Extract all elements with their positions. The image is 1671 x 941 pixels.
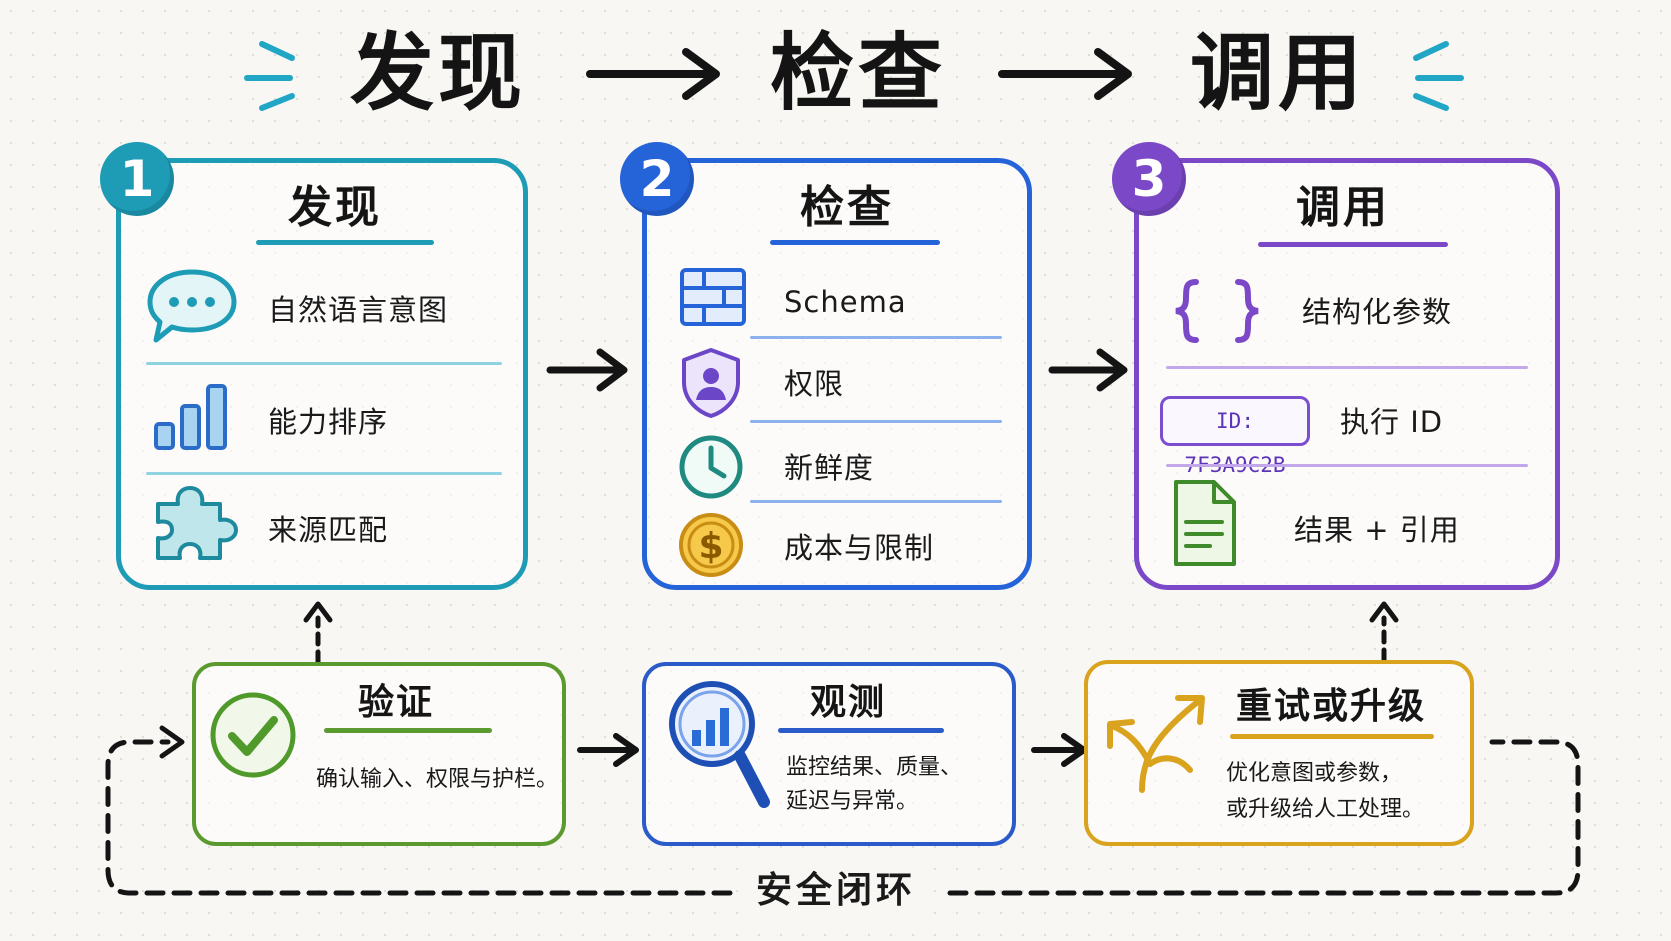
curly-braces-icon [1175,279,1259,343]
invoke-separator-1 [1166,366,1528,369]
chat-bubble-icon [147,269,237,343]
loop-arrowhead [159,725,185,759]
invoke-item-params: 结构化参数 [1302,295,1453,329]
sparkle-left-icon [244,41,295,111]
retry-card [1084,660,1474,846]
header-step-inspect: 检查 [770,24,947,122]
inspect-title-underline [770,240,940,245]
bar-chart-icon [154,384,227,450]
inspect-item-freshness: 新鲜度 [784,451,875,485]
invoke-title: 调用 [1296,182,1390,233]
discover-item-ranking: 能力排序 [268,405,389,439]
arrow-retry-up [1369,601,1399,663]
header-step-discover: 发现 [350,24,527,122]
inspect-item-permissions: 权限 [784,367,845,401]
sparkle-right-icon [1413,41,1464,111]
observe-description-line2: 延迟与异常。 [786,789,919,814]
step-badge-3: 3 [1112,142,1186,216]
invoke-item-execution-id: 执行 ID [1340,405,1444,439]
step-badge-1: 1 [100,142,174,216]
inspect-item-cost: 成本与限制 [784,531,935,565]
discover-item-intent: 自然语言意图 [268,293,449,327]
puzzle-piece-icon [156,486,238,560]
retry-description-line1: 优化意图或参数， [1226,761,1403,786]
inspect-separator-1 [750,336,1002,339]
invoke-separator-2 [1166,464,1528,467]
clock-icon [679,435,743,499]
inspect-separator-3 [750,500,1002,503]
magnifier-chart-icon [669,681,770,808]
discover-separator-2 [146,472,502,475]
invoke-title-underline [1258,242,1448,247]
inspect-separator-2 [750,420,1002,423]
arrow-discover-inspect [546,348,628,392]
verify-description: 确认输入、权限与护栏。 [316,767,559,792]
arrow-observe-retry [1031,733,1087,767]
inspect-title: 检查 [800,182,894,233]
step-badge-2: 2 [620,142,694,216]
retry-title-underline [1230,734,1434,739]
header-arrow-2 [998,48,1132,100]
arrow-verify-observe [577,733,639,767]
verify-title: 验证 [358,682,435,723]
arrow-verify-up [303,601,333,665]
document-icon [1174,480,1236,566]
branch-arrows-icon [1107,695,1205,793]
discover-title-underline [256,240,434,245]
arrow-inspect-invoke [1048,348,1128,392]
observe-title: 观测 [810,682,887,723]
svg-text:$: $ [698,526,723,567]
dollar-coin-icon: $ [679,513,743,577]
invoke-item-results: 结果 + 引用 [1294,513,1460,547]
header-step-invoke: 调用 [1190,24,1367,122]
retry-description-line2: 或升级给人工处理。 [1226,797,1425,822]
inspect-item-schema: Schema [784,285,907,319]
discover-separator-1 [146,362,502,365]
observe-description-line1: 监控结果、质量、 [786,755,963,780]
checkmark-circle-icon [210,692,296,778]
discover-title: 发现 [288,182,382,233]
table-grid-icon [680,268,746,326]
verify-title-underline [324,728,492,733]
shield-user-icon [682,348,740,418]
observe-title-underline [778,728,944,733]
retry-title: 重试或升级 [1236,686,1427,727]
discover-item-source: 来源匹配 [268,513,389,547]
safety-loop-path [105,739,1581,896]
header-arrow-1 [586,48,720,100]
safety-loop-label: 安全闭环 [740,868,933,914]
id-tag-icon: ID: 7F3A9C2B [1160,396,1310,477]
